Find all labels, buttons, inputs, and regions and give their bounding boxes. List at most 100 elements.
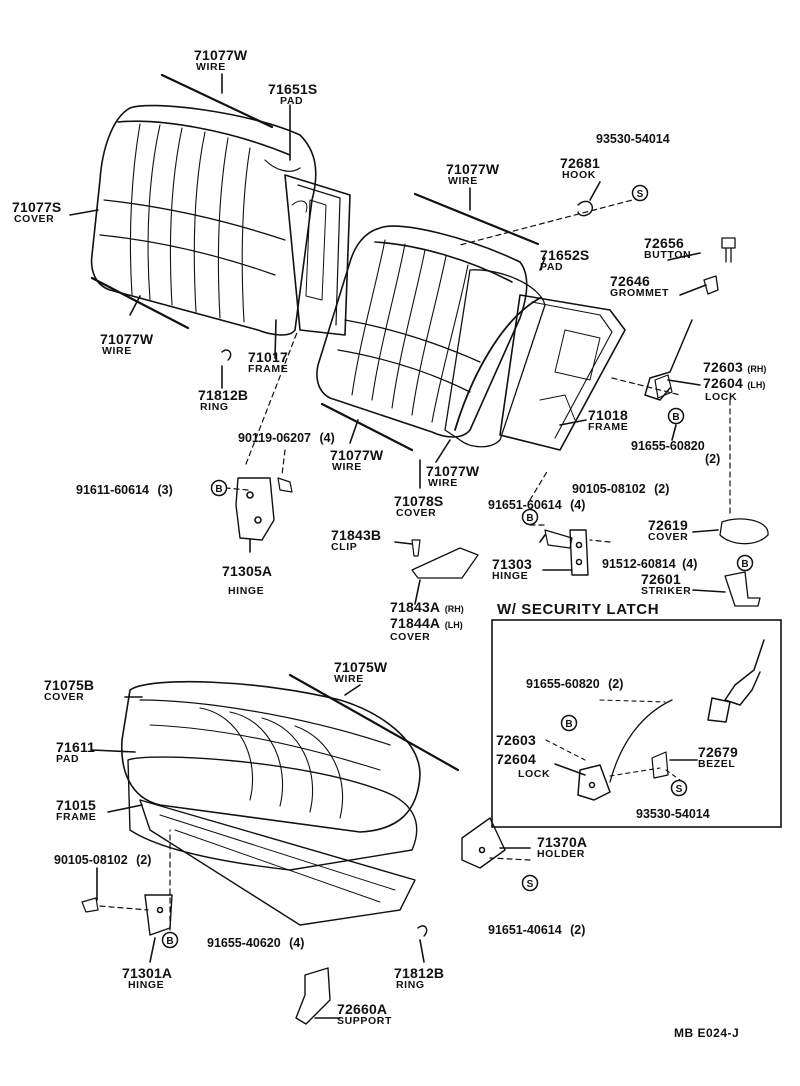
part-number: 72619 — [648, 517, 688, 533]
part-number: 91655-60820 — [526, 677, 600, 691]
part-name: COVER — [14, 213, 55, 225]
part-name: COVER — [44, 691, 85, 703]
part-number: 72681 — [560, 155, 600, 171]
part-number: 71370A — [537, 834, 588, 850]
part-number: 71077W — [426, 463, 480, 479]
part-number: 71077W — [100, 331, 154, 347]
part-number: 72656 — [644, 235, 684, 251]
label-71075b: 71075B COVER — [44, 678, 94, 703]
label-72619: 72619 COVER — [648, 518, 688, 543]
diagram-code: MB E024-J — [674, 1026, 740, 1040]
part-number: 71018 — [588, 407, 628, 423]
part-number: 71075W — [334, 659, 388, 675]
part-number: 71077W — [446, 161, 500, 177]
part-number: 72604 — [703, 375, 743, 391]
part-number: 71843A — [390, 599, 441, 615]
label-71075w: 71075W WIRE — [334, 660, 387, 685]
part-number: 72604 — [496, 751, 536, 767]
part-number: 91651-60614 — [488, 498, 562, 512]
part-number: 72603 — [703, 359, 743, 375]
part-number: 72660A — [337, 1001, 388, 1017]
label-71370a: 71370A HOLDER — [537, 835, 587, 860]
label-71812b-upper: 71812B RING — [198, 388, 248, 413]
side-lh: (LH) — [444, 620, 463, 630]
label-71018: 71018 FRAME — [588, 408, 628, 433]
part-number: 91651-40614 — [488, 923, 562, 937]
part-number: 72601 — [641, 571, 681, 587]
part-name: HINGE — [128, 979, 165, 991]
bottom-cushion-illustration — [120, 680, 421, 926]
label-71303: 71303 HINGE — [492, 557, 532, 582]
label-72681: 72681 HOOK — [560, 156, 600, 181]
quantity: (4) — [319, 431, 335, 445]
label-71077w-top: 71077W WIRE — [194, 48, 247, 73]
inset-label-91655-60820: 91655-60820 (2) — [526, 676, 623, 692]
part-name: COVER — [390, 631, 431, 643]
part-number: 91655-60820 — [631, 439, 705, 453]
label-71812b-lower: 71812B RING — [394, 966, 444, 991]
label-91611-60614: 91611-60614 (3) — [76, 482, 173, 498]
label-72656: 72656 BUTTON — [644, 236, 691, 261]
part-number: 90119-06207 — [238, 431, 311, 445]
label-91512-60814: 91512-60814 (4) — [602, 556, 697, 572]
label-71843a-71844a: 71843A (RH) 71844A (LH) COVER — [390, 600, 464, 643]
part-number: 71812B — [198, 387, 249, 403]
part-number: 71078S — [394, 493, 444, 509]
right-seatback-illustration — [316, 225, 626, 451]
label-90119-06207: 90119-06207 (4) — [238, 430, 335, 446]
quantity: (4) — [682, 557, 698, 571]
part-name: COVER — [648, 531, 689, 543]
part-name: SUPPORT — [337, 1015, 392, 1027]
label-71077w-left: 71077W WIRE — [100, 332, 153, 357]
inset-title: W/ SECURITY LATCH — [497, 601, 660, 618]
part-name: WIRE — [448, 175, 478, 187]
part-name: RING — [200, 401, 229, 413]
part-name: PAD — [280, 95, 304, 107]
part-name: FRAME — [248, 363, 289, 375]
part-name: LOCK — [518, 768, 551, 780]
left-seatback-illustration — [90, 104, 351, 336]
label-93530-54014: 93530-54014 — [596, 133, 670, 146]
part-name: BUTTON — [644, 249, 692, 261]
part-name: HINGE — [228, 585, 265, 597]
part-name: LOCK — [705, 391, 738, 403]
part-name: WIRE — [102, 345, 132, 357]
part-number: 72646 — [610, 273, 650, 289]
part-name: BEZEL — [698, 758, 736, 770]
part-name: GROMMET — [610, 287, 670, 299]
inset-label-72603: 72603 — [496, 733, 536, 747]
label-71843b: 71843B CLIP — [331, 528, 381, 553]
part-name: HOLDER — [537, 848, 585, 860]
part-name: RING — [396, 979, 425, 991]
label-71611: 71611 PAD — [56, 740, 95, 765]
part-number: 71652S — [540, 247, 590, 263]
part-number: 71077W — [330, 447, 384, 463]
quantity: (2) — [608, 677, 624, 691]
label-71301a: 71301A HINGE — [122, 966, 172, 991]
label-91655-40620: 91655-40620 (4) — [207, 935, 304, 951]
quantity: (4) — [570, 498, 586, 512]
label-72603-72604: 72603 (RH) 72604 (LH) LOCK — [703, 360, 766, 403]
label-71017: 71017 FRAME — [248, 350, 288, 375]
part-number: 90105-08102 — [572, 482, 646, 496]
part-number: 93530-54014 — [596, 132, 670, 146]
part-number: 71844A — [390, 615, 441, 631]
part-number: 91611-60614 — [76, 483, 149, 497]
side-rh: (RH) — [747, 364, 767, 374]
quantity: (2) — [136, 853, 152, 867]
label-72646: 72646 GROMMET — [610, 274, 669, 299]
part-number: 71015 — [56, 797, 96, 813]
part-number: 90105-08102 — [54, 853, 128, 867]
label-71652s: 71652S PAD — [540, 248, 589, 273]
part-number: 71077W — [194, 47, 248, 63]
label-71078s: 71078S COVER — [394, 494, 443, 519]
part-name: STRIKER — [641, 585, 692, 597]
quantity: (2) — [570, 923, 586, 937]
label-71077w-mid: 71077W WIRE — [446, 162, 499, 187]
inset-label-93530-54014: 93530-54014 — [636, 808, 710, 821]
label-72660a: 72660A SUPPORT — [337, 1002, 392, 1027]
part-number: 91655-40620 — [207, 936, 281, 950]
part-number: 71812B — [394, 965, 445, 981]
label-71651s: 71651S PAD — [268, 82, 317, 107]
